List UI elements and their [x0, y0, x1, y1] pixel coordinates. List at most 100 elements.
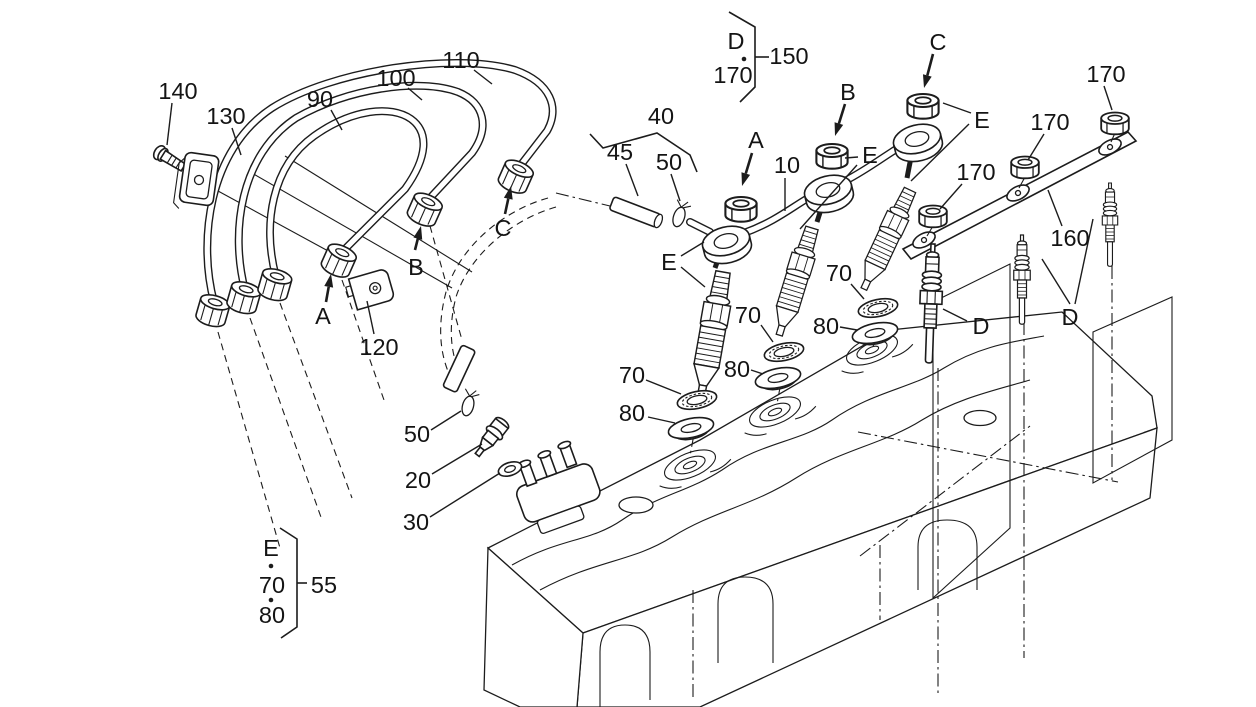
seal-washer-70-1 [674, 386, 720, 414]
callout-part-100-3[interactable]: 100 [376, 65, 415, 91]
leader-line [942, 102, 972, 114]
position-arrow-head [922, 74, 932, 88]
leader-line [910, 123, 970, 182]
callout-part-80-39[interactable]: 80 [259, 602, 285, 628]
leak-off-pipe-assembly [609, 92, 947, 269]
leader-line [844, 156, 859, 159]
callout-letter-E-17: E [974, 107, 990, 133]
callout-letter-D-27: D [973, 313, 990, 339]
callout-letter-B-15: B [840, 79, 856, 105]
banjo-nut-A [724, 195, 758, 223]
callout-part-30-36[interactable]: 30 [403, 509, 429, 535]
callout-part-55-40[interactable]: 55 [311, 572, 337, 598]
pipe-clamp-120 [345, 269, 395, 311]
pipe-110 [203, 59, 557, 306]
callout-part-80-33[interactable]: 80 [813, 313, 839, 339]
callout-part-70-30[interactable]: 70 [735, 302, 761, 328]
leader-line [670, 173, 681, 202]
position-arrow-head [741, 172, 751, 186]
leader-line [760, 324, 774, 343]
position-arrow-shaft [926, 53, 935, 76]
callout-part-130-1[interactable]: 130 [206, 103, 245, 129]
seal-washer-70-2 [761, 338, 807, 366]
glow-plug-assembly [901, 111, 1138, 365]
callout-part-110-4[interactable]: 110 [442, 47, 479, 73]
group-separator-dot [268, 563, 274, 569]
leader-line [680, 266, 706, 288]
leader-line [799, 164, 858, 230]
callout-part-90-2[interactable]: 90 [307, 86, 333, 112]
hose-clamp-50-bottom [458, 387, 481, 419]
banjo-eye-C [889, 118, 947, 167]
cylinder-head [483, 263, 1173, 707]
position-arrow-head [324, 274, 334, 288]
return-manifold [515, 440, 601, 535]
leader-line [850, 283, 865, 300]
callout-part-170-13[interactable]: 170 [713, 62, 752, 88]
callout-part-70-28[interactable]: 70 [619, 362, 645, 388]
clamp-plate-130 [173, 151, 220, 209]
leader-line [1103, 85, 1113, 111]
leader-line [166, 102, 173, 146]
hose-45 [609, 196, 664, 229]
position-arrow-shaft [503, 198, 510, 215]
glow-plug-3 [1101, 182, 1119, 267]
seal-washer-70-3 [855, 294, 901, 322]
leader-line [750, 369, 764, 375]
position-arrow-shaft [744, 152, 754, 174]
callout-part-80-29[interactable]: 80 [619, 400, 645, 426]
callout-part-70-38[interactable]: 70 [259, 572, 285, 598]
return-joint-parts [442, 344, 523, 478]
callout-part-170-23[interactable]: 170 [1030, 109, 1069, 135]
callout-part-20-35[interactable]: 20 [405, 467, 431, 493]
callout-part-40-9[interactable]: 40 [648, 103, 674, 129]
glow-plug-nut-170-3 [1100, 111, 1130, 136]
leader-line [1074, 218, 1094, 305]
callout-letter-A-7: A [315, 303, 331, 329]
leader-line [429, 472, 501, 518]
callout-part-50-11[interactable]: 50 [656, 149, 682, 175]
callout-letter-E-20: E [862, 142, 878, 168]
banjo-nut-C [906, 92, 940, 120]
callout-part-170-22[interactable]: 170 [956, 159, 995, 185]
callout-letter-A-18: A [748, 127, 764, 153]
group-separator-dot [741, 56, 747, 62]
callout-part-150-14[interactable]: 150 [769, 43, 808, 69]
joint-20 [474, 416, 510, 458]
leader-line [431, 443, 483, 475]
callout-part-120-8[interactable]: 120 [359, 334, 398, 360]
leader-line [407, 87, 423, 101]
leader-line [939, 183, 963, 210]
washer-30 [497, 460, 523, 478]
group-40-bracket [589, 132, 698, 173]
callout-letter-E-37: E [263, 535, 279, 561]
callout-part-80-31[interactable]: 80 [724, 356, 750, 382]
injection-pipes [193, 59, 557, 331]
callout-letter-D-26: D [1062, 304, 1079, 330]
callout-letter-C-16: C [930, 29, 947, 55]
pipe-90 [266, 107, 428, 281]
glow-plug-nut-170-1 [918, 204, 948, 229]
leader-line [430, 410, 462, 431]
callout-letter-E-21: E [661, 249, 677, 275]
pipe-nut-C [494, 155, 537, 198]
leader-line [330, 109, 343, 131]
position-arrow-shaft [837, 103, 847, 124]
callout-letter-C-5: C [495, 215, 512, 241]
callout-part-160-25[interactable]: 160 [1050, 225, 1089, 251]
position-arrow-head [503, 186, 513, 200]
injector-3 [852, 184, 922, 295]
leader-line [680, 241, 705, 257]
callout-part-140-0[interactable]: 140 [158, 78, 197, 104]
callout-part-70-32[interactable]: 70 [826, 260, 852, 286]
callout-letter-D-12: D [728, 28, 745, 54]
callout-part-50-34[interactable]: 50 [404, 421, 430, 447]
pipe-100 [234, 81, 487, 294]
callout-part-10-19[interactable]: 10 [774, 152, 800, 178]
leader-line [231, 127, 242, 156]
position-arrow-head [834, 122, 844, 136]
callout-part-170-24[interactable]: 170 [1086, 61, 1125, 87]
clamp-screw-140 [152, 145, 187, 173]
